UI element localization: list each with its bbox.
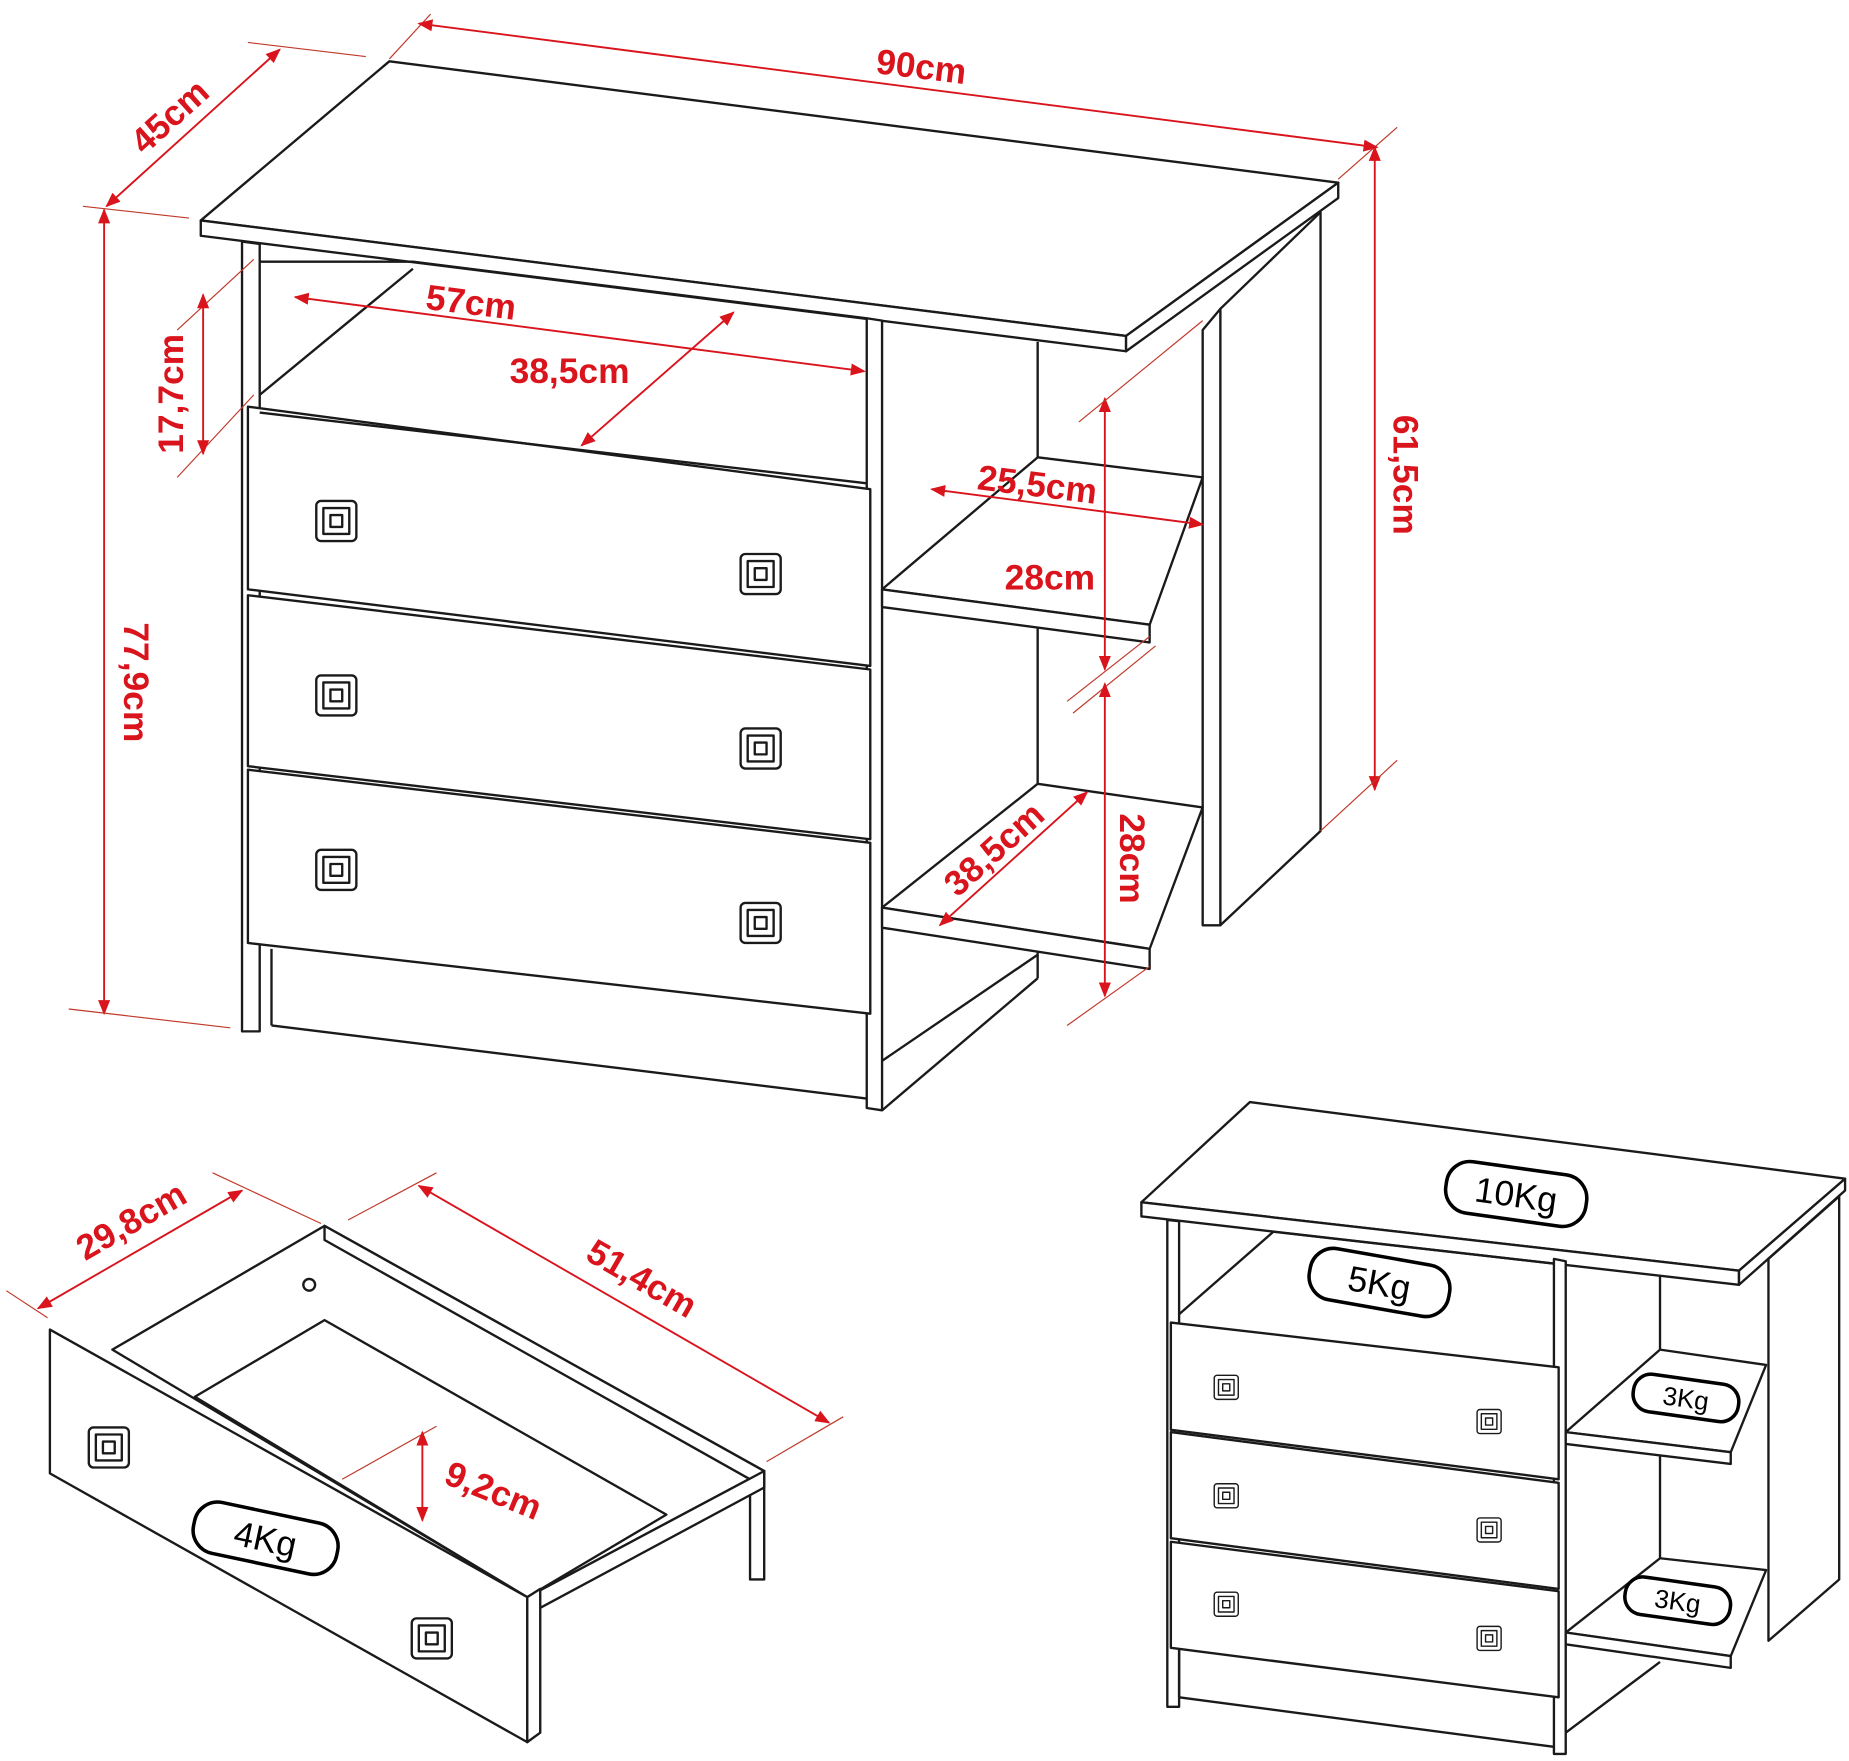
dimension-lines [68, 13, 1398, 1029]
handle-icon [739, 727, 782, 770]
drawer-2 [246, 594, 872, 841]
side-shelf-upper-height-label: 28cm [1005, 558, 1095, 597]
drawer-1 [1169, 1321, 1560, 1481]
handle-icon [1476, 1408, 1502, 1435]
side-shelf-lower-height-label: 28cm [1112, 813, 1151, 903]
load-badge-drawer: 4Kg [191, 1500, 340, 1577]
side-height-label: 61,5cm [1386, 415, 1425, 535]
load-cabinet: 10Kg 5Kg 3Kg 3Kg [1140, 1100, 1847, 1756]
handle-icon [739, 901, 782, 945]
load-badge-side-shelf-lower: 3Kg [1623, 1575, 1733, 1627]
handle-icon [1213, 1483, 1239, 1509]
handle-icon [87, 1426, 131, 1469]
svg-text:3Kg: 3Kg [1653, 1585, 1703, 1619]
handle-icon [315, 499, 358, 543]
load-badge-side-shelf-upper: 3Kg [1631, 1372, 1741, 1424]
handle-icon [315, 848, 358, 892]
handle-icon [410, 1617, 454, 1660]
handle-icon [1213, 1591, 1239, 1617]
handle-icon [739, 552, 782, 596]
main-cabinet [199, 60, 1340, 1112]
open-shelf-depth-label: 38,5cm [510, 352, 630, 391]
drawer-3 [1169, 1540, 1560, 1699]
drawer-2 [1169, 1430, 1560, 1591]
open-shelf-width-label: 57cm [424, 278, 519, 328]
open-drawer: 29,8cm 51,4cm 9,2cm 4Kg [5, 1172, 844, 1744]
total-height-label: 77,9cm [116, 622, 155, 742]
load-badge-top: 10Kg [1443, 1159, 1589, 1229]
handle-icon [315, 674, 358, 717]
svg-text:3Kg: 3Kg [1661, 1382, 1711, 1416]
drawer-3 [246, 768, 872, 1015]
load-badge-open-shelf: 5Kg [1307, 1246, 1452, 1319]
drawer-1 [246, 405, 872, 668]
handle-icon [1476, 1517, 1502, 1543]
drawer-depth-label: 51,4cm [580, 1232, 703, 1326]
handle-icon [1213, 1374, 1239, 1401]
open-shelf-height-label: 17,7cm [152, 334, 191, 454]
handle-icon [1476, 1625, 1502, 1652]
